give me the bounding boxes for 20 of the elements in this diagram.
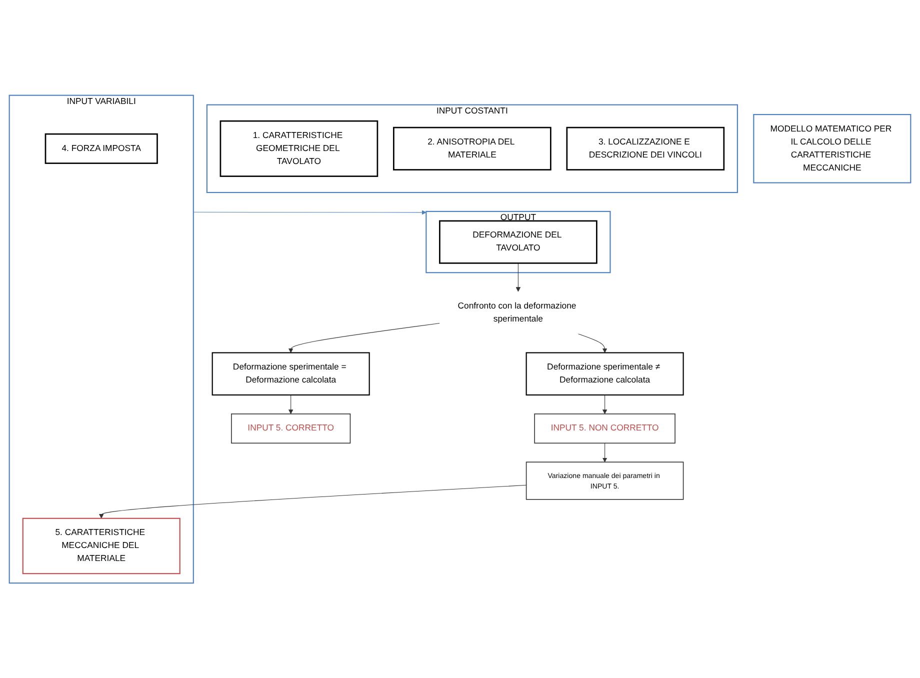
arrow: [602, 442, 608, 462]
node-box: Deformazione sperimentale ≠ Deformazione calcolata: [526, 352, 684, 396]
arrow: [516, 262, 521, 292]
node-box: 5. CARATTERISTICHE MECCANICHE DEL MATERIALE: [22, 518, 180, 574]
node-box: INPUT 5. NON CORRETTO: [534, 413, 676, 444]
arrow: [602, 394, 608, 414]
node-box: 1. CARATTERISTICHE GEOMETRICHE DEL TAVOLATO: [220, 120, 378, 177]
arrow: [288, 322, 440, 353]
node-box: MODELLO MATEMATICO PER IL CALCOLO DELLE CARATTERISTICHE MECCANICHE: [753, 114, 912, 184]
node-box: Deformazione sperimentale = Deformazione calcolata: [212, 352, 370, 396]
node-box: INPUT 5. CORRETTO: [231, 413, 351, 444]
node-text: Confronto con la deformazione sperimentale: [458, 301, 576, 324]
node-box: 3. LOCALIZZAZIONE E DESCRIZIONE DEI VINCOLI: [566, 126, 725, 170]
arrow: [193, 210, 426, 215]
node-box: 2. ANISOTROPIA DEL MATERIALE: [393, 126, 552, 170]
arrow: [578, 333, 608, 353]
arrow: [288, 394, 294, 414]
arrow: [98, 484, 527, 518]
node-box: 4. FORZA IMPOSTA: [44, 133, 158, 164]
node-box: DEFORMAZIONE DEL TAVOLATO: [439, 220, 598, 264]
